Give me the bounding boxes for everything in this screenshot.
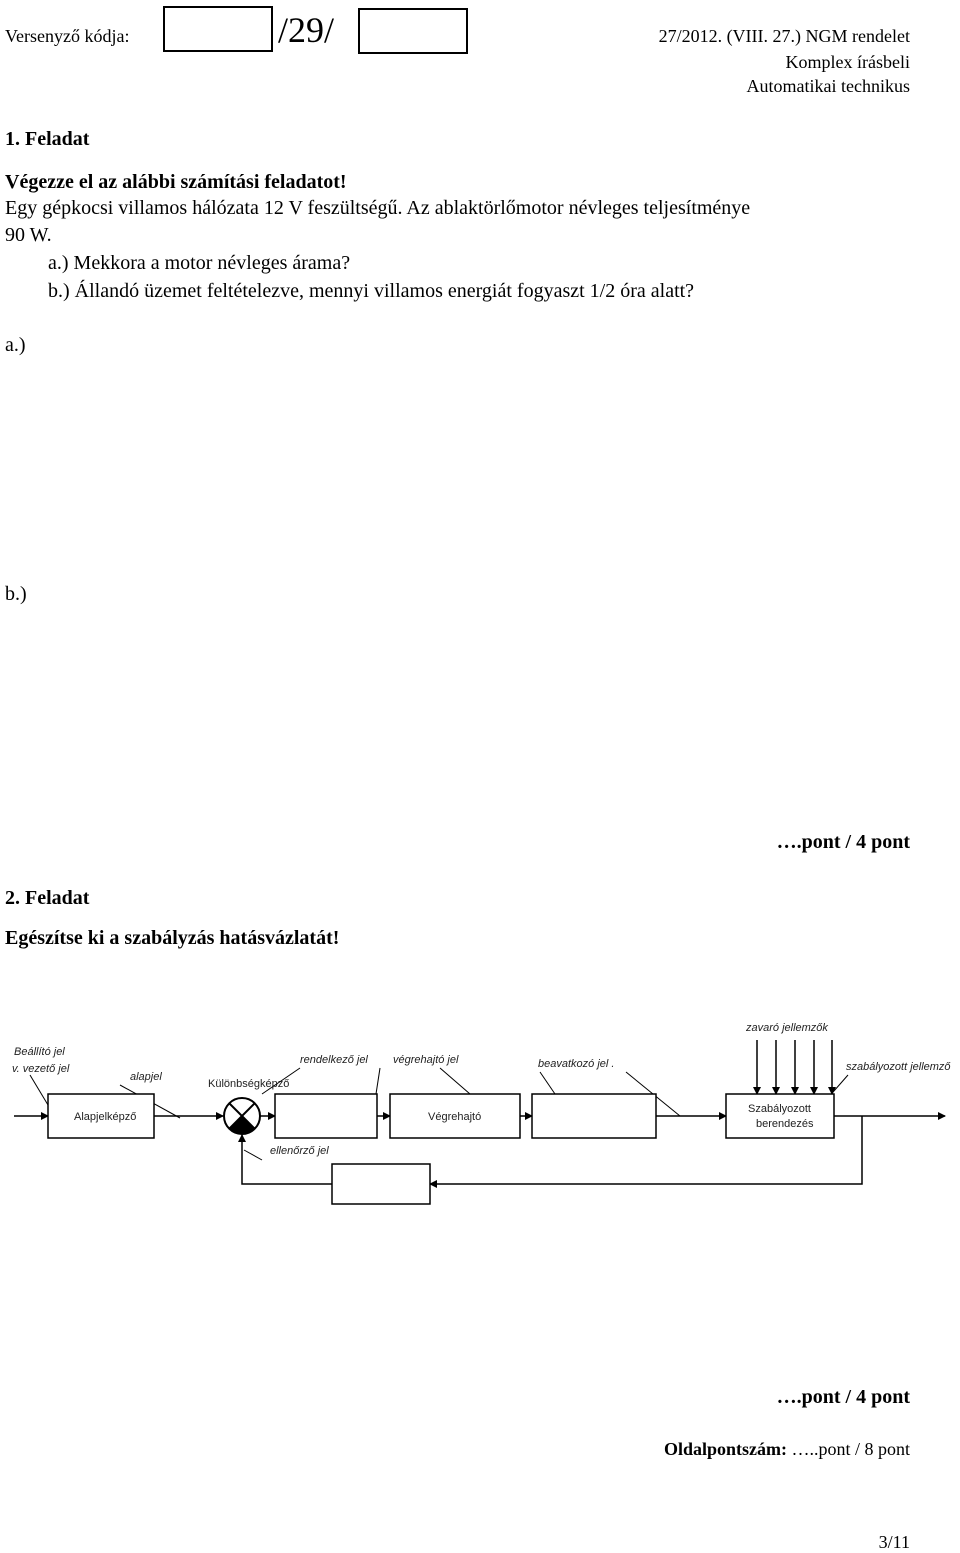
exam-number: /29/ [278, 10, 335, 50]
feedback-line [429, 1116, 863, 1188]
page-number: 3/11 [878, 1532, 910, 1552]
decree-reference: 27/2012. (VIII. 27.) NGM rendelet [658, 26, 910, 46]
task1-text-line1: Egy gépkocsi villamos hálózata 12 V fesz… [5, 197, 751, 219]
label-setting-signal-2: v. vezető jel [12, 1063, 70, 1075]
label-setting-signal-1: Beállító jel [14, 1046, 65, 1058]
task1-score: ….pont / 4 pont [776, 831, 910, 853]
task1-instruction: Végezze el az alábbi számítási feladatot… [5, 171, 347, 193]
page-points-label: Oldalpontszám: [663, 1439, 787, 1459]
block-actuator-label: Végrehajtó [428, 1111, 481, 1123]
answer-b-label: b.) [5, 583, 27, 605]
competitor-code-box-2[interactable] [358, 8, 468, 54]
task1-question-a: a.) Mekkora a motor névleges árama? [48, 252, 351, 274]
answer-a-label: a.) [5, 334, 26, 356]
label-disturbances: zavaró jellemzők [745, 1022, 828, 1034]
task1-question-b: b.) Állandó üzemet feltételezve, mennyi … [48, 280, 695, 302]
block-actuator [389, 1093, 521, 1139]
block-controlled-plant-label-2: berendezés [756, 1118, 814, 1130]
page-points: Oldalpontszám: …..pont / 8 pont [664, 1438, 910, 1460]
label-intervention-signal: beavatkozó jel . [538, 1058, 614, 1070]
competitor-code-label: Versenyző kódja: [5, 26, 130, 46]
block-blank-sensor[interactable] [331, 1163, 431, 1205]
block-reference-generator-label: Alapjelképző [74, 1111, 136, 1123]
label-comparator: Különbségképző [208, 1078, 289, 1090]
block-controlled-plant-label-1: Szabályozott [748, 1103, 811, 1115]
block-blank-final-element[interactable] [531, 1093, 657, 1139]
label-actuating-signal: végrehajtó jel [393, 1054, 459, 1066]
competitor-code-box[interactable] [163, 6, 273, 52]
page-points-value: …..pont / 8 pont [791, 1439, 910, 1459]
profession: Automatikai technikus [746, 76, 910, 96]
feedback-arrow [238, 1134, 332, 1185]
label-controlled-variable: szabályozott jellemző [846, 1061, 951, 1073]
block-reference-generator [47, 1093, 155, 1139]
label-feedback-signal: ellenőrző jel [270, 1145, 329, 1157]
label-command-signal: rendelkező jel [300, 1054, 368, 1066]
comparator-circle [223, 1097, 261, 1135]
task2-score: ….pont / 4 pont [776, 1386, 910, 1408]
task2-title: 2. Feladat [5, 887, 90, 909]
label-reference-signal: alapjel [130, 1071, 162, 1083]
block-blank-controller[interactable] [274, 1093, 378, 1139]
task2-instruction: Egészítse ki a szabályzás hatásvázlatát! [5, 927, 340, 949]
exam-type: Komplex írásbeli [785, 52, 910, 72]
block-controlled-plant [725, 1093, 835, 1139]
task1-title: 1. Feladat [5, 128, 90, 150]
task1-text-line2: 90 W. [5, 224, 52, 246]
